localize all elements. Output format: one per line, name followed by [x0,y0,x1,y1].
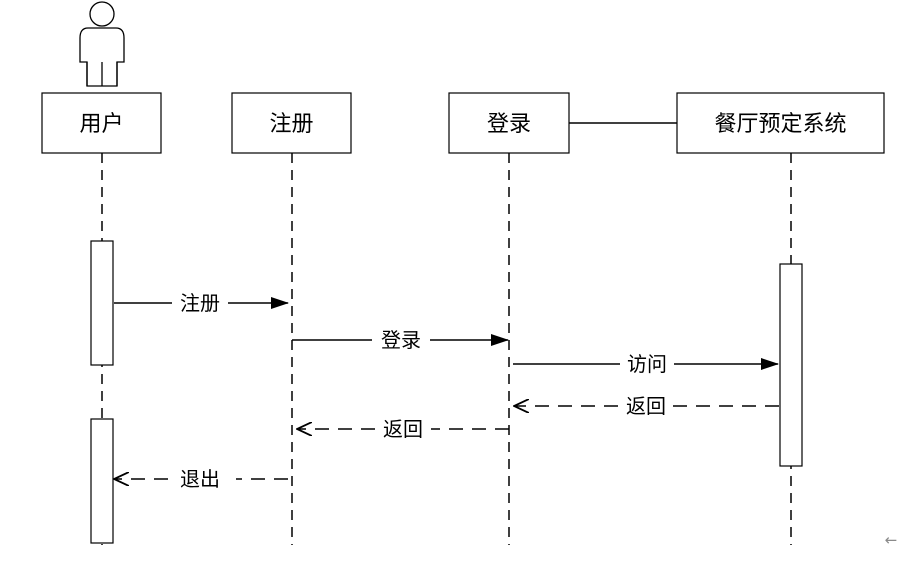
arrow-left-icon[interactable]: ← [884,531,898,549]
participant-label: 登录 [487,112,531,137]
activation-system [779,263,803,467]
activation-user-1 [90,240,114,366]
participant-label: 餐厅预定系统 [714,112,846,137]
message-exit: 退出 [114,467,288,491]
participant-label: 注册 [269,112,313,137]
message-visit: 访问 [513,352,779,376]
message-label: 注册 [180,291,220,315]
message-label: 退出 [180,467,220,491]
message-label: 返回 [626,394,666,418]
participant-login: 登录 [448,92,570,154]
participant-label: 用户 [79,112,123,137]
message-login: 登录 [292,328,509,352]
participant-system: 餐厅预定系统 [676,92,885,154]
activation-user-2 [90,418,114,544]
message-label: 访问 [627,352,667,376]
message-label: 返回 [383,417,423,441]
message-register: 注册 [114,291,289,315]
message-return-1: 返回 [514,394,779,418]
participant-register: 注册 [231,92,352,154]
message-label: 登录 [381,328,421,352]
participant-user: 用户 [41,92,162,154]
message-return-2: 返回 [297,417,509,441]
actor-user-icon [79,1,125,87]
